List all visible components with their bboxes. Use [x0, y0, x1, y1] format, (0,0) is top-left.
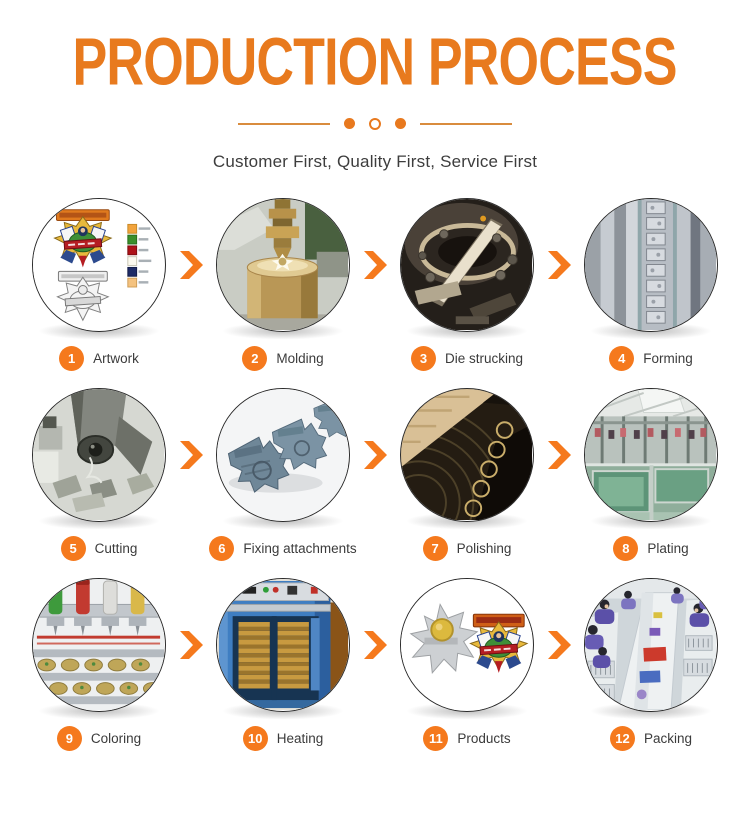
step-label: Cutting [94, 541, 138, 557]
polishing-wheels-image [401, 388, 532, 520]
process-step: 8 Plating [559, 387, 743, 562]
arrow-right-icon [548, 630, 571, 659]
step-label: Plating [647, 541, 689, 557]
step-caption: 6 Fixing attachments [209, 536, 357, 562]
step-photo-cutting [32, 387, 166, 522]
step-caption: 8 Plating [613, 536, 689, 562]
cutting-machine-image [33, 388, 164, 520]
finished-pins-image [401, 578, 532, 710]
process-row-1: 1 Artwork [0, 197, 750, 372]
step-caption: 7 Polishing [422, 536, 512, 562]
arrow-right-icon [364, 250, 387, 279]
step-number-badge: 10 [242, 726, 268, 752]
step-label: Coloring [90, 731, 142, 747]
process-step: 9 Coloring [7, 577, 191, 752]
process-step: 3 Die strucking [375, 197, 559, 372]
process-step: 4 Forming [559, 197, 743, 372]
process-step: 12 Packing [559, 577, 743, 752]
divider-dots [344, 117, 406, 130]
arrow-right-icon [364, 630, 387, 659]
step-label: Die strucking [444, 351, 524, 367]
step-label: Polishing [456, 541, 512, 557]
step-photo-plating [584, 387, 718, 522]
step-photo-die-strucking [400, 197, 534, 332]
process-row-3: 9 Coloring [0, 577, 750, 752]
step-number-badge: 2 [242, 346, 268, 372]
step-label: Fixing attachments [243, 541, 357, 557]
process-row-2: 5 Cutting [0, 387, 750, 562]
step-number-badge: 6 [209, 536, 235, 562]
divider-line-left [238, 122, 330, 125]
page-subtitle: Customer First, Quality First, Service F… [212, 151, 538, 171]
dot-filled-icon [395, 118, 406, 130]
step-number-badge: 4 [609, 346, 635, 372]
step-number-badge: 3 [410, 346, 436, 372]
process-step: 11 Products [375, 577, 559, 752]
arrow-right-icon [364, 440, 387, 469]
artwork-design-image [33, 198, 164, 330]
step-label: Products [457, 731, 511, 747]
step-photo-fixing-attachments [216, 387, 350, 522]
step-number-badge: 9 [56, 726, 82, 752]
stamped-strip-image [585, 198, 716, 330]
divider-line-right [420, 122, 512, 125]
process-step: 2 Molding [191, 197, 375, 372]
header: PRODUCTION PROCESS Customer First, Quali… [0, 0, 750, 172]
step-number-badge: 1 [59, 346, 85, 372]
step-label: Molding [276, 351, 324, 367]
step-photo-coloring [32, 577, 166, 712]
baking-oven-image [217, 578, 348, 710]
step-label: Heating [276, 731, 324, 747]
step-number-badge: 7 [422, 536, 448, 562]
process-step: 10 Heating [191, 577, 375, 752]
die-striking-press-image [401, 198, 532, 330]
plating-line-image [585, 388, 716, 520]
step-photo-forming [584, 197, 718, 332]
step-photo-artwork [32, 197, 166, 332]
badge-castings-image [217, 388, 348, 520]
step-caption: 4 Forming [609, 346, 693, 372]
process-grid: 1 Artwork [0, 197, 750, 752]
process-step: 1 Artwork [7, 197, 191, 372]
step-caption: 2 Molding [242, 346, 324, 372]
step-caption: 9 Coloring [56, 726, 142, 752]
arrow-right-icon [180, 630, 203, 659]
step-number-badge: 12 [609, 726, 635, 752]
process-step: 6 Fixing attachments [191, 387, 375, 562]
step-label: Packing [643, 731, 693, 747]
packing-line-image [585, 578, 716, 710]
step-caption: 12 Packing [609, 726, 693, 752]
process-step: 5 Cutting [7, 387, 191, 562]
dot-filled-icon [344, 118, 355, 130]
step-label: Forming [643, 351, 693, 367]
process-step: 7 Polishing [375, 387, 559, 562]
molding-machine-image [217, 198, 348, 330]
step-photo-products [400, 577, 534, 712]
color-filling-machine-image [33, 578, 164, 710]
step-caption: 3 Die strucking [410, 346, 524, 372]
step-photo-heating [216, 577, 350, 712]
step-photo-packing [584, 577, 718, 712]
step-number-badge: 8 [613, 536, 639, 562]
page-title: PRODUCTION PROCESS [72, 25, 678, 100]
step-caption: 11 Products [423, 726, 511, 752]
arrow-right-icon [180, 440, 203, 469]
step-number-badge: 11 [423, 726, 449, 752]
title-divider [0, 117, 750, 130]
arrow-right-icon [180, 250, 203, 279]
step-photo-polishing [400, 387, 534, 522]
step-number-badge: 5 [60, 536, 86, 562]
dot-hollow-icon [369, 117, 381, 130]
arrow-right-icon [548, 250, 571, 279]
step-photo-molding [216, 197, 350, 332]
step-caption: 5 Cutting [60, 536, 138, 562]
step-caption: 1 Artwork [59, 346, 139, 372]
step-label: Artwork [93, 351, 139, 367]
step-caption: 10 Heating [242, 726, 324, 752]
arrow-right-icon [548, 440, 571, 469]
